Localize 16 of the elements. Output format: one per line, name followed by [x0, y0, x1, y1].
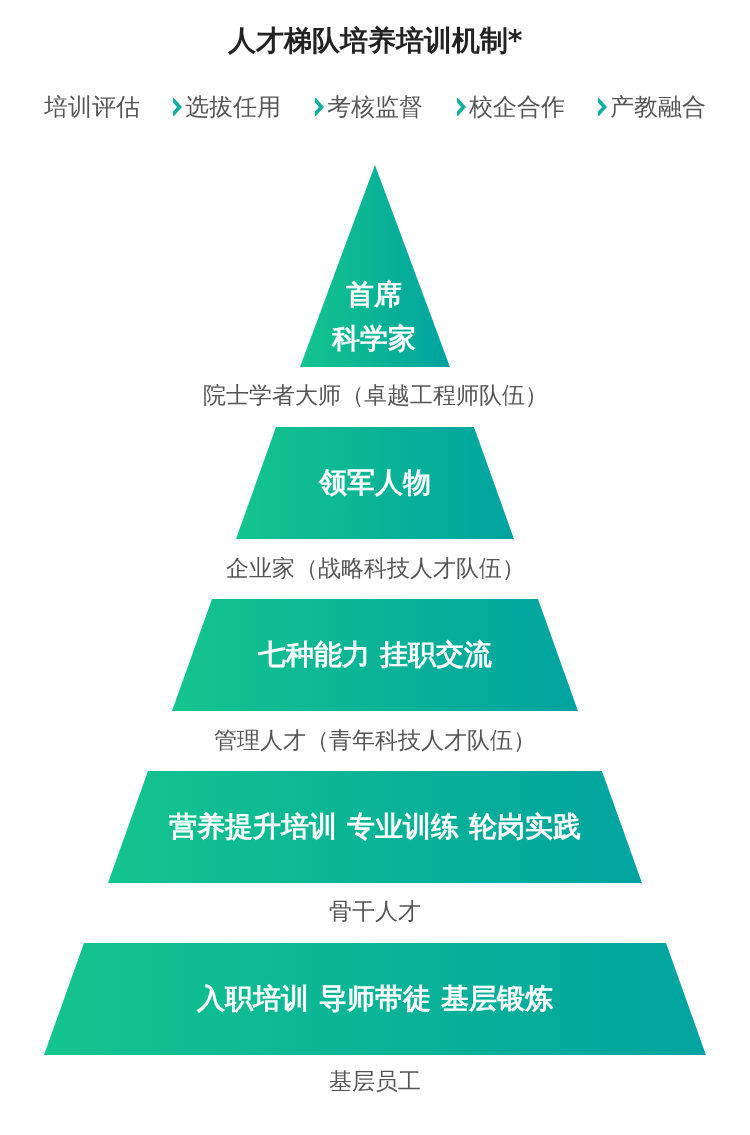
step-label: 考核监督	[327, 92, 423, 122]
step-label: 校企合作	[469, 92, 565, 122]
level-text: 首席科学家	[332, 277, 417, 357]
step-label: 产教融合	[610, 92, 706, 122]
level-caption: 院士学者大师（卓越工程师队伍）	[201, 381, 549, 410]
level-text: 领军人物	[317, 465, 432, 501]
diagram-title: 人才梯队培养培训机制*	[226, 23, 524, 59]
level-caption: 企业家（战略科技人才队伍）	[224, 554, 526, 583]
level-text: 入职培训 导师带徒 基层锻炼	[195, 981, 554, 1017]
step-label: 选拔任用	[185, 92, 281, 122]
level-caption: 基层员工	[328, 1067, 422, 1096]
level-text: 营养提升培训 专业训练 轮岗实践	[168, 809, 582, 845]
level-text: 七种能力 挂职交流	[257, 637, 493, 673]
level-caption: 骨干人才	[328, 897, 422, 926]
step-label: 培训评估	[44, 92, 140, 122]
level-caption: 管理人才（青年科技人才队伍）	[213, 726, 537, 755]
